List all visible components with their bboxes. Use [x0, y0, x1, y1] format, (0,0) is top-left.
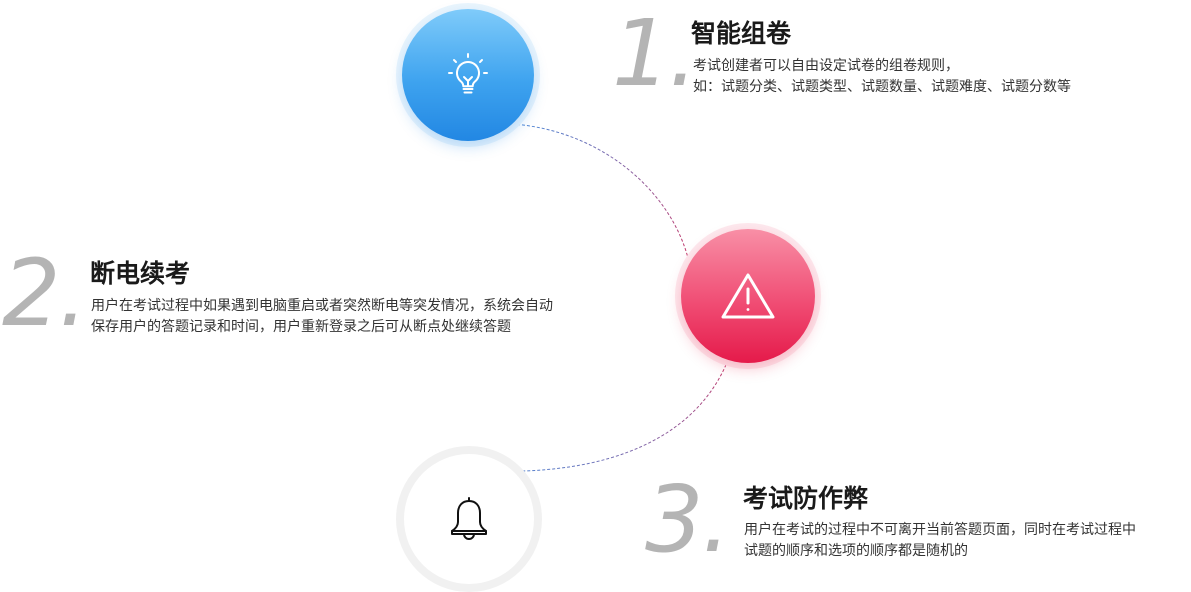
bell-icon — [451, 497, 487, 540]
feature-desc-line: 用户在考试过程中如果遇到电脑重启或者突然断电等突发情况，系统会自动 — [91, 298, 553, 314]
feature-desc-line: 如：试题分类、试题类型、试题数量、试题难度、试题分数等 — [693, 79, 1071, 95]
feature-title-1: 智能组卷 — [691, 19, 792, 48]
feature-desc-2: 用户在考试过程中如果遇到电脑重启或者突然断电等突发情况，系统会自动 保存用户的答… — [91, 296, 553, 338]
feature-node-2 — [675, 223, 821, 369]
feature-number-3: 3. — [645, 466, 731, 573]
node-circle — [681, 229, 815, 363]
feature-desc-line: 保存用户的答题记录和时间，用户重新登录之后可从断点处继续答题 — [91, 319, 511, 335]
feature-desc-line: 试题的顺序和选项的顺序都是随机的 — [744, 543, 968, 559]
connector-arc-2-3 — [469, 359, 729, 472]
feature-number-2: 2. — [2, 240, 88, 347]
feature-node-1 — [396, 3, 540, 147]
lightbulb-icon — [448, 53, 488, 94]
feature-number-1: 1. — [612, 0, 698, 107]
node-circle — [402, 9, 534, 141]
feature-desc-3: 用户在考试的过程中不可离开当前答题页面，同时在考试过程中 试题的顺序和选项的顺序… — [744, 520, 1136, 562]
feature-node-3 — [396, 446, 542, 592]
feature-desc-line: 考试创建者可以自由设定试卷的组卷规则， — [693, 58, 959, 74]
feature-title-2: 断电续考 — [90, 259, 191, 288]
feature-title-3: 考试防作弊 — [743, 484, 869, 513]
feature-desc-line: 用户在考试的过程中不可离开当前答题页面，同时在考试过程中 — [744, 522, 1136, 538]
node-circle — [404, 454, 534, 584]
connector-arc-1-2 — [511, 123, 689, 259]
warning-icon — [721, 273, 775, 319]
feature-desc-1: 考试创建者可以自由设定试卷的组卷规则， 如：试题分类、试题类型、试题数量、试题难… — [693, 56, 1071, 98]
